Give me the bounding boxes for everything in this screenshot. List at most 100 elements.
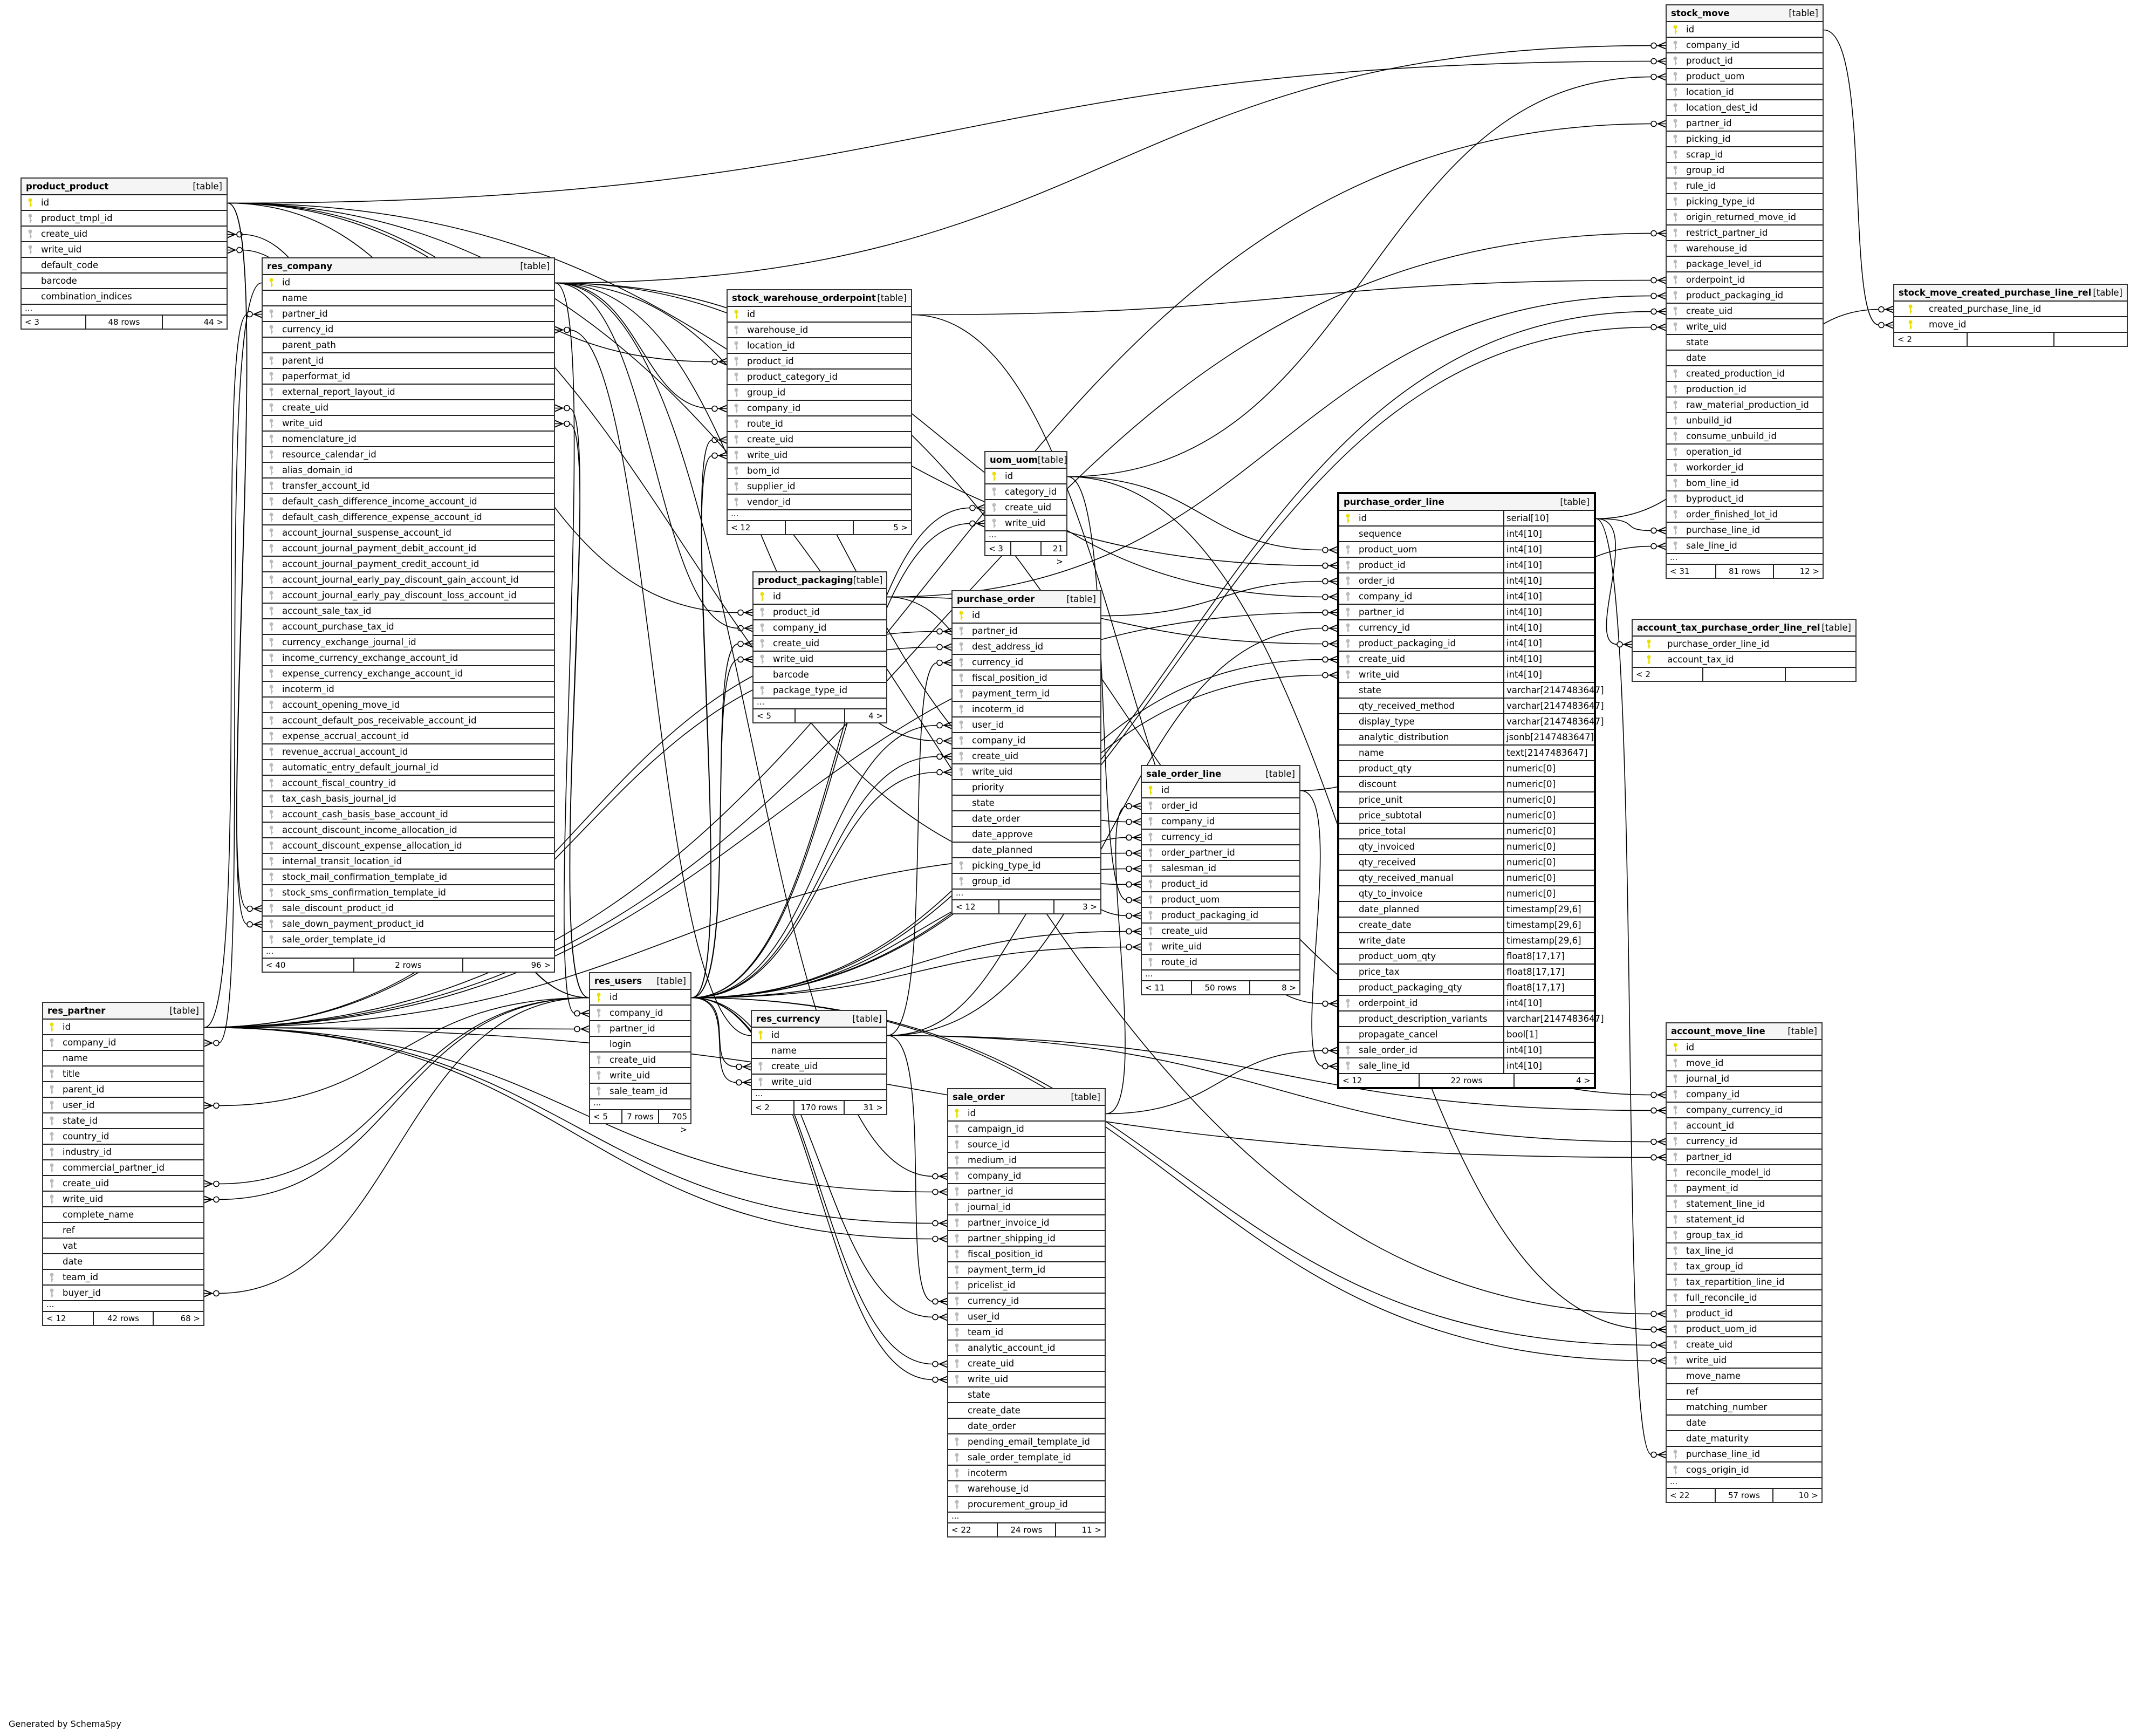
- more-columns-indicator[interactable]: ...: [1142, 970, 1299, 981]
- parent-count-link[interactable]: < 22: [1670, 1491, 1690, 1500]
- column-row[interactable]: created_purchase_line_id: [1894, 302, 2127, 317]
- column-row[interactable]: warehouse_id: [948, 1481, 1105, 1497]
- column-row[interactable]: propagate_cancel bool[1]: [1339, 1027, 1594, 1043]
- column-row[interactable]: purchase_line_id: [1667, 523, 1823, 538]
- parent-count-link[interactable]: < 5: [593, 1112, 608, 1122]
- column-row[interactable]: date_order: [948, 1419, 1105, 1434]
- column-row[interactable]: login: [590, 1037, 690, 1052]
- column-row[interactable]: company_id: [953, 733, 1100, 749]
- column-row[interactable]: tax_cash_basis_journal_id: [263, 791, 554, 807]
- column-row[interactable]: user_id: [948, 1309, 1105, 1325]
- column-row[interactable]: write_uid int4[10]: [1339, 667, 1594, 683]
- parent-count-link[interactable]: < 12: [956, 902, 976, 912]
- child-count-link[interactable]: 10 >: [1772, 1489, 1821, 1502]
- parent-count-link[interactable]: < 2: [1898, 334, 1912, 344]
- column-row[interactable]: product_packaging_id: [1142, 908, 1299, 924]
- column-row[interactable]: order_id: [1142, 798, 1299, 814]
- column-row[interactable]: unbuild_id: [1667, 413, 1823, 429]
- column-row[interactable]: create_uid: [728, 432, 911, 448]
- column-row[interactable]: priority: [953, 780, 1100, 796]
- column-row[interactable]: write_uid: [752, 1075, 886, 1090]
- column-row[interactable]: id: [985, 469, 1066, 484]
- table-product-product[interactable]: product_product [table] id product_tmpl_…: [20, 177, 228, 330]
- column-row[interactable]: sale_order_id int4[10]: [1339, 1043, 1594, 1058]
- column-row[interactable]: tax_group_id: [1667, 1259, 1821, 1275]
- column-row[interactable]: company_currency_id: [1667, 1103, 1821, 1118]
- parent-count-link[interactable]: < 22: [951, 1525, 971, 1535]
- column-row[interactable]: default_cash_difference_income_account_i…: [263, 494, 554, 510]
- column-row[interactable]: partner_id: [263, 306, 554, 322]
- column-row[interactable]: workorder_id: [1667, 460, 1823, 476]
- column-row[interactable]: company_id: [1142, 814, 1299, 830]
- more-columns-indicator[interactable]: ...: [728, 510, 911, 521]
- column-row[interactable]: create_uid: [263, 400, 554, 416]
- table-header[interactable]: res_partner [table]: [43, 1003, 203, 1020]
- column-row[interactable]: currency_id: [263, 322, 554, 338]
- column-row[interactable]: create_uid: [754, 636, 886, 652]
- column-row[interactable]: move_id: [1667, 1056, 1821, 1071]
- column-row[interactable]: picking_id: [1667, 132, 1823, 147]
- column-row[interactable]: consume_unbuild_id: [1667, 429, 1823, 445]
- column-row[interactable]: partner_id: [1667, 1150, 1821, 1165]
- column-row[interactable]: created_production_id: [1667, 366, 1823, 382]
- column-row[interactable]: write_uid: [1667, 319, 1823, 335]
- column-row[interactable]: default_code: [22, 258, 227, 274]
- column-row[interactable]: product_uom_qty float8[17,17]: [1339, 949, 1594, 965]
- column-row[interactable]: product_id int4[10]: [1339, 558, 1594, 573]
- column-row[interactable]: write_uid: [43, 1192, 203, 1207]
- more-columns-indicator[interactable]: ...: [43, 1301, 203, 1312]
- column-row[interactable]: incoterm_id: [953, 702, 1100, 717]
- column-row[interactable]: route_id: [728, 416, 911, 432]
- column-row[interactable]: id: [1142, 783, 1299, 798]
- table-header[interactable]: product_product [table]: [22, 179, 227, 195]
- parent-count-link[interactable]: < 3: [989, 544, 1003, 553]
- column-row[interactable]: id: [752, 1028, 886, 1043]
- column-row[interactable]: sale_team_id: [590, 1084, 690, 1099]
- more-columns-indicator[interactable]: ...: [985, 531, 1066, 542]
- child-count-link[interactable]: 31 >: [843, 1101, 886, 1114]
- column-row[interactable]: currency_id: [953, 655, 1100, 671]
- table-header[interactable]: sale_order_line [table]: [1142, 766, 1299, 783]
- column-row[interactable]: group_id: [953, 874, 1100, 890]
- column-row[interactable]: raw_material_production_id: [1667, 398, 1823, 413]
- child-count-link[interactable]: 4 >: [844, 709, 886, 722]
- column-row[interactable]: stock_sms_confirmation_template_id: [263, 885, 554, 901]
- table-uom-uom[interactable]: uom_uom [table] id category_id create_ui…: [984, 451, 1067, 566]
- column-row[interactable]: create_uid: [22, 227, 227, 242]
- parent-count-link[interactable]: < 40: [266, 960, 286, 970]
- column-row[interactable]: id: [43, 1020, 203, 1035]
- column-row[interactable]: product_category_id: [728, 370, 911, 385]
- column-row[interactable]: group_id: [1667, 163, 1823, 179]
- column-row[interactable]: procurement_group_id: [948, 1497, 1105, 1513]
- column-row[interactable]: journal_id: [948, 1200, 1105, 1215]
- child-count-link[interactable]: 44 >: [161, 316, 227, 329]
- column-row[interactable]: location_dest_id: [1667, 100, 1823, 116]
- column-row[interactable]: tax_line_id: [1667, 1243, 1821, 1259]
- child-count-link[interactable]: [1785, 668, 1855, 681]
- column-row[interactable]: account_purchase_tax_id: [263, 619, 554, 635]
- column-row[interactable]: order_finished_lot_id: [1667, 507, 1823, 523]
- column-row[interactable]: product_description_variants varchar[214…: [1339, 1011, 1604, 1027]
- column-row[interactable]: write_uid: [985, 516, 1066, 531]
- column-row[interactable]: default_cash_difference_expense_account_…: [263, 510, 554, 525]
- column-row[interactable]: state: [953, 796, 1100, 811]
- column-row[interactable]: operation_id: [1667, 445, 1823, 460]
- column-row[interactable]: currency_id int4[10]: [1339, 620, 1594, 636]
- column-row[interactable]: id serial[10]: [1339, 511, 1594, 527]
- column-row[interactable]: date_maturity: [1667, 1431, 1821, 1447]
- table-product-packaging[interactable]: product_packaging [table] id product_id …: [752, 571, 887, 723]
- column-row[interactable]: move_id: [1894, 317, 2127, 333]
- column-row[interactable]: product_uom: [1142, 892, 1299, 908]
- column-row[interactable]: product_id: [754, 605, 886, 620]
- column-row[interactable]: journal_id: [1667, 1071, 1821, 1087]
- column-row[interactable]: internal_transit_location_id: [263, 854, 554, 870]
- column-row[interactable]: price_total numeric[0]: [1339, 824, 1594, 839]
- column-row[interactable]: discount numeric[0]: [1339, 777, 1594, 792]
- column-row[interactable]: parent_id: [263, 353, 554, 369]
- column-row[interactable]: cogs_origin_id: [1667, 1462, 1821, 1478]
- column-row[interactable]: write_uid: [590, 1068, 690, 1084]
- column-row[interactable]: id: [590, 990, 690, 1006]
- column-row[interactable]: state: [1667, 335, 1823, 351]
- parent-count-link[interactable]: < 12: [731, 523, 751, 532]
- column-row[interactable]: create_uid: [752, 1059, 886, 1075]
